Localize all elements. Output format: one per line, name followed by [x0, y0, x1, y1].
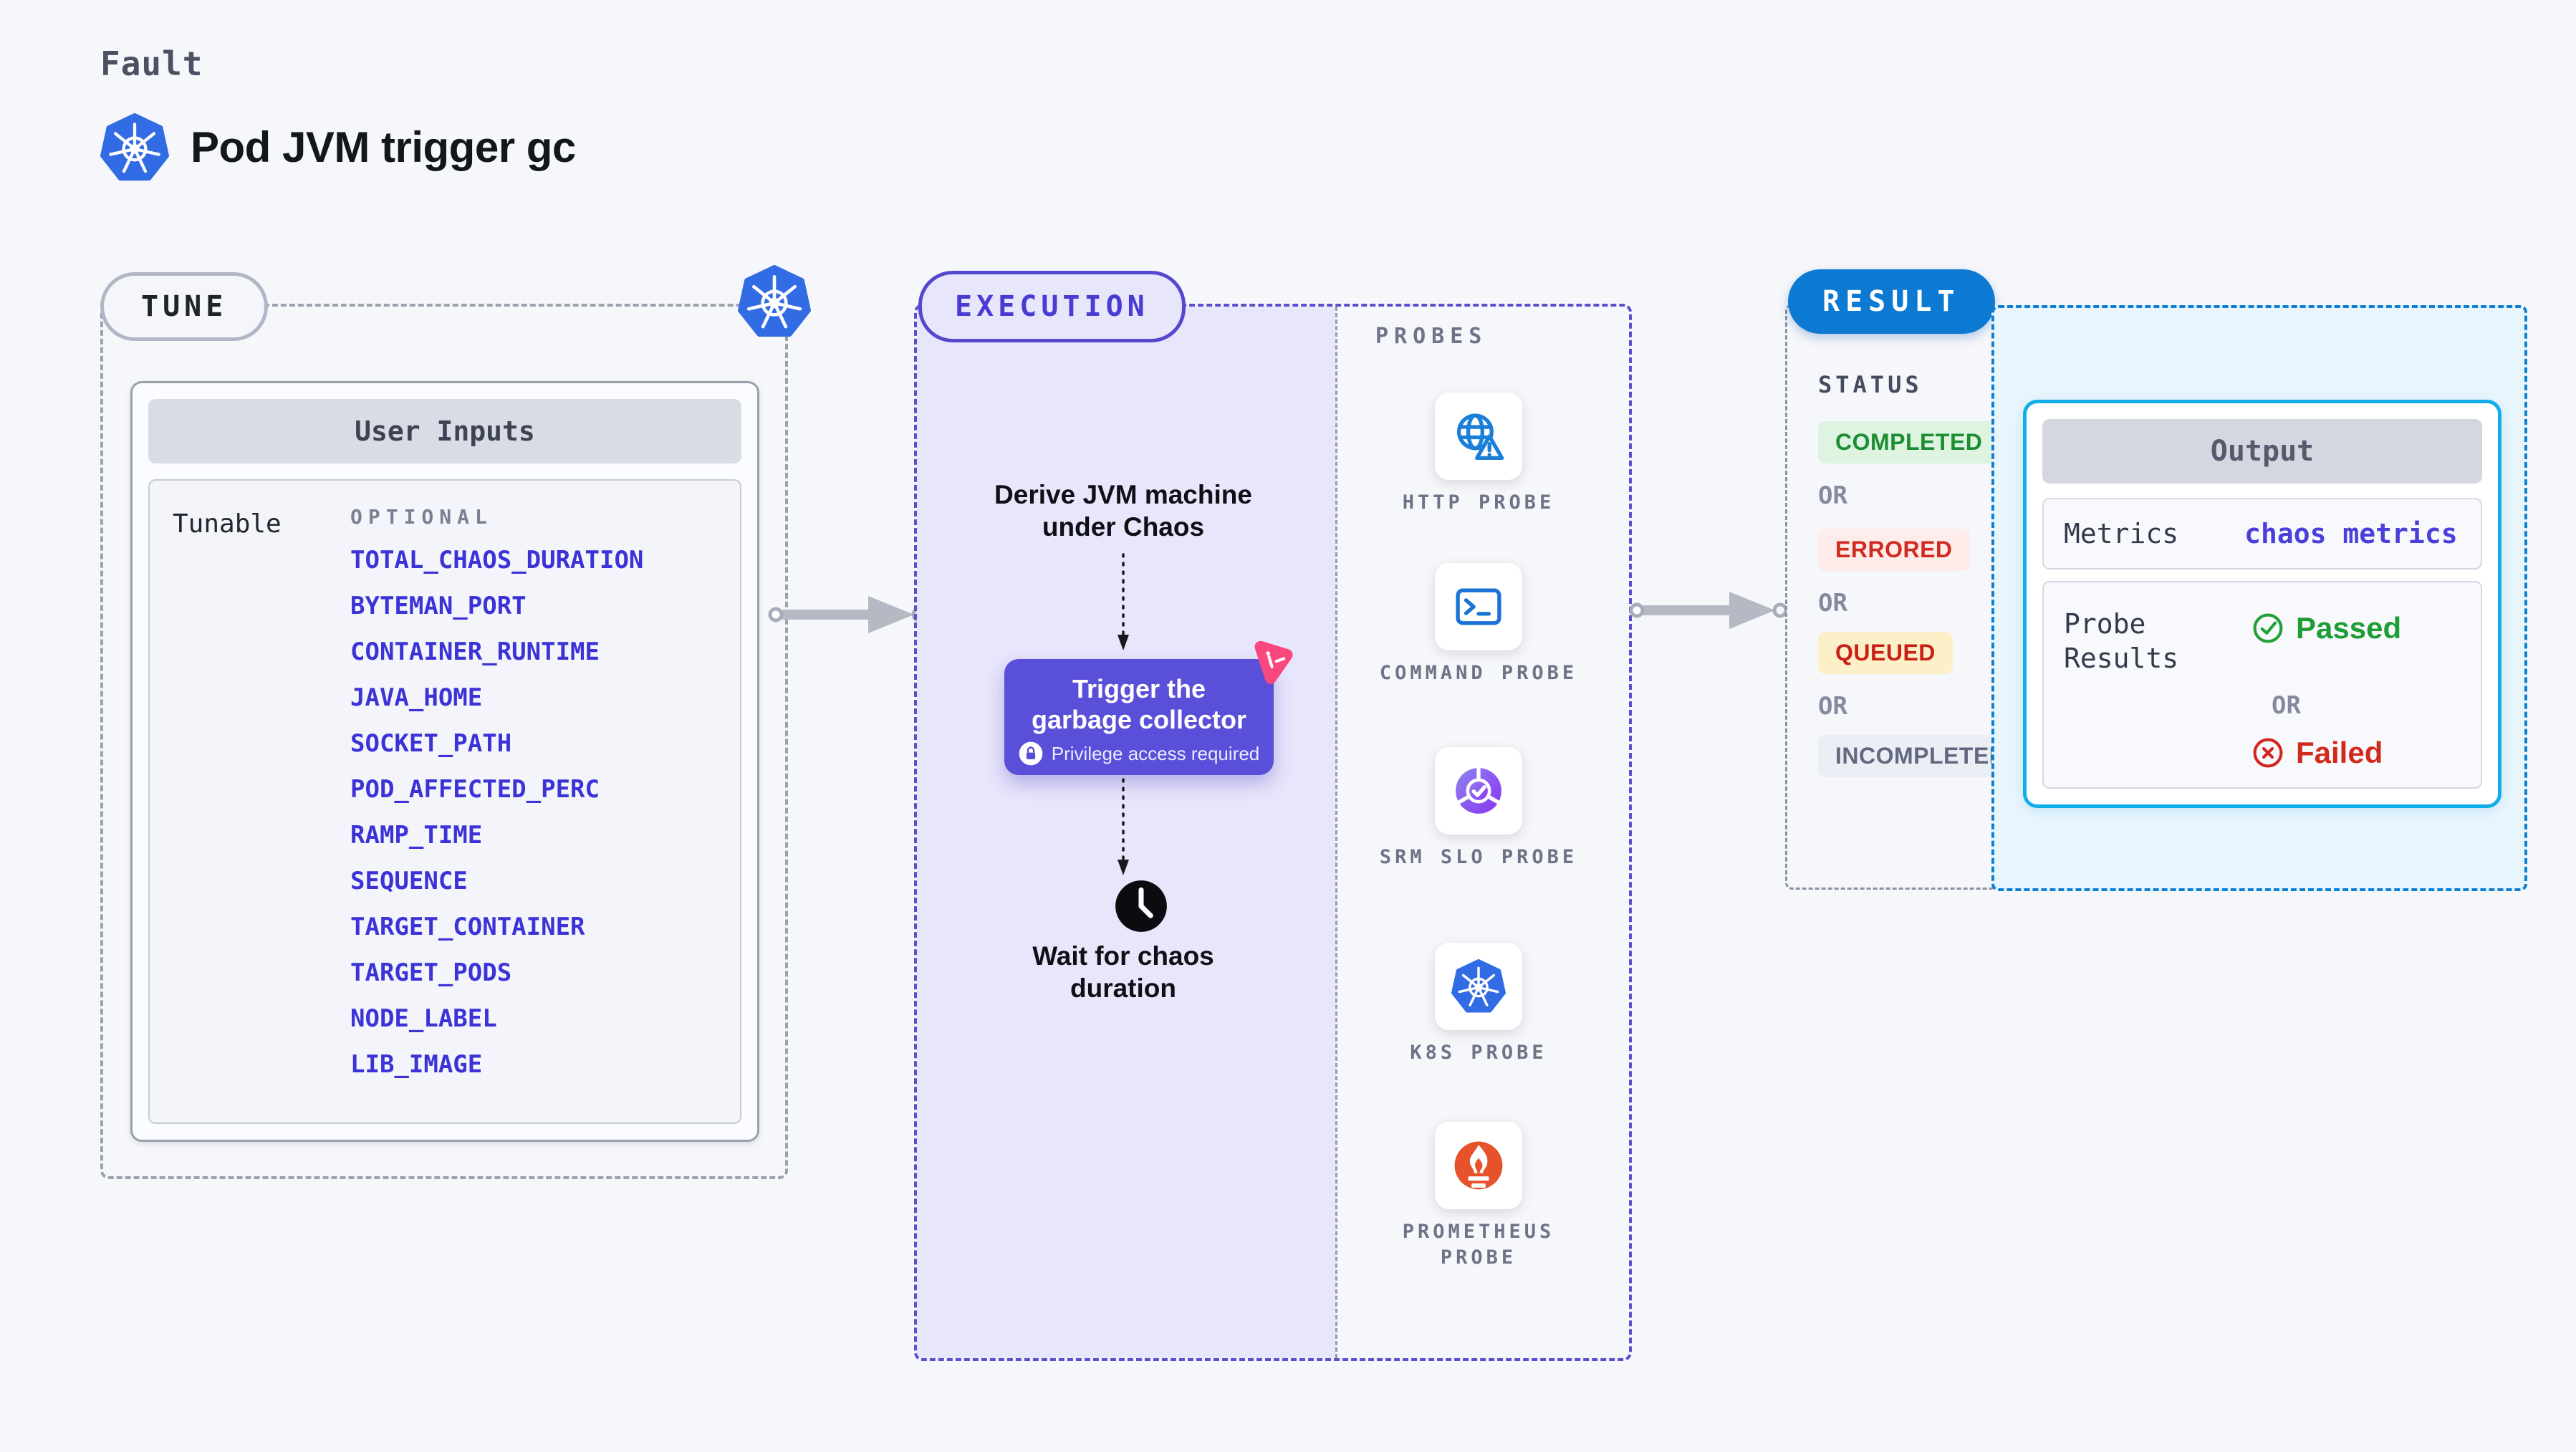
- http-probe-label: HTTP PROBE: [1402, 491, 1555, 514]
- tune-section-box: [100, 304, 788, 1179]
- command-probe-card: [1435, 563, 1522, 650]
- privilege-row: Privilege access required: [1004, 741, 1274, 766]
- kubernetes-icon: [100, 113, 169, 182]
- dotted-arrow-down: [1115, 778, 1132, 878]
- page-title: Pod JVM trigger gc: [191, 123, 576, 171]
- k8s-probe-label: K8S PROBE: [1410, 1042, 1547, 1064]
- page-title-row: Pod JVM trigger gc: [100, 113, 576, 182]
- trigger-gc-title: Trigger the garbage collector: [1031, 674, 1247, 734]
- fault-kind-label: Fault: [100, 44, 203, 83]
- user-inputs-card: User Inputs Tunable OPTIONAL TOTAL_CHAOS…: [130, 381, 759, 1142]
- probe-results-label: Probe Results: [2064, 608, 2179, 674]
- metrics-label: Metrics: [2064, 518, 2179, 549]
- srm-slo-probe-label: SRM SLO PROBE: [1379, 846, 1578, 868]
- param-link[interactable]: SOCKET_PATH: [350, 729, 512, 758]
- prometheus-icon: [1451, 1138, 1506, 1193]
- metrics-value: chaos metrics: [2244, 518, 2458, 549]
- execution-section-box: [914, 304, 1632, 1361]
- privilege-label: Privilege access required: [1051, 742, 1260, 764]
- trigger-gc-node: Trigger the garbage collector Privilege …: [1004, 659, 1274, 775]
- http-probe-card: [1435, 393, 1522, 480]
- x-circle-icon: [2251, 736, 2284, 769]
- status-badge-completed: COMPLETED: [1818, 421, 2000, 463]
- passed-verdict: Passed: [2251, 611, 2401, 645]
- kubernetes-icon: [738, 265, 811, 338]
- status-badge-errored: ERRORED: [1818, 529, 1970, 571]
- tune-pill: TUNE: [100, 272, 269, 341]
- execution-probes-divider: [1335, 307, 1337, 1358]
- srm-slo-probe-card: [1435, 747, 1522, 835]
- user-inputs-table: Tunable OPTIONAL TOTAL_CHAOS_DURATION BY…: [148, 479, 741, 1124]
- chaos-litmus-icon: [1244, 634, 1298, 688]
- tunable-row-label: Tunable: [173, 509, 282, 539]
- execution-lane: [917, 307, 1335, 1358]
- param-link[interactable]: JAVA_HOME: [350, 683, 483, 712]
- param-link[interactable]: SEQUENCE: [350, 867, 468, 895]
- param-link[interactable]: BYTEMAN_PORT: [350, 592, 527, 620]
- tunable-param-list: TOTAL_CHAOS_DURATION BYTEMAN_PORT CONTAI…: [350, 547, 643, 1097]
- globe-warning-icon: [1451, 409, 1506, 463]
- dotted-arrow-down: [1115, 553, 1132, 653]
- result-pill: RESULT: [1788, 269, 1995, 334]
- derive-step-label: Derive JVM machine under Chaos: [994, 480, 1252, 542]
- probes-column-label: PROBES: [1375, 324, 1488, 349]
- clock-icon: [1113, 878, 1169, 934]
- prometheus-probe-card: [1435, 1122, 1522, 1209]
- failed-verdict: Failed: [2251, 736, 2383, 770]
- or-separator: OR: [2272, 691, 2301, 720]
- prometheus-probe-label: PROMETHEUS PROBE: [1402, 1221, 1555, 1269]
- check-circle-icon: [2251, 612, 2284, 645]
- output-card: Output Metrics chaos metrics Probe Resul…: [2023, 400, 2501, 808]
- status-column-label: STATUS: [1818, 371, 1923, 398]
- param-link[interactable]: TOTAL_CHAOS_DURATION: [350, 546, 644, 574]
- or-separator: OR: [1818, 589, 1847, 617]
- lock-icon: [1019, 741, 1043, 766]
- param-link[interactable]: TARGET_CONTAINER: [350, 913, 585, 941]
- wait-step-label: Wait for chaos duration: [1032, 941, 1214, 1003]
- param-link[interactable]: TARGET_PODS: [350, 958, 512, 987]
- param-link[interactable]: POD_AFFECTED_PERC: [350, 775, 600, 804]
- passed-label: Passed: [2296, 611, 2402, 645]
- metrics-row: Metrics chaos metrics: [2042, 498, 2482, 569]
- user-inputs-title: User Inputs: [148, 399, 741, 463]
- output-title: Output: [2042, 419, 2482, 484]
- flow-arrow-tune-to-execution: [768, 592, 926, 638]
- status-badge-queued: QUEUED: [1818, 632, 1953, 674]
- optional-column-label: OPTIONAL: [350, 505, 493, 529]
- or-separator: OR: [1818, 481, 1847, 510]
- execution-pill: EXECUTION: [918, 271, 1186, 342]
- k8s-probe-card: [1435, 943, 1522, 1030]
- param-link[interactable]: NODE_LABEL: [350, 1004, 497, 1033]
- command-probe-label: COMMAND PROBE: [1379, 662, 1578, 684]
- param-link[interactable]: RAMP_TIME: [350, 821, 483, 850]
- slo-gauge-icon: [1451, 764, 1506, 818]
- param-link[interactable]: CONTAINER_RUNTIME: [350, 638, 600, 666]
- failed-label: Failed: [2296, 736, 2383, 769]
- kubernetes-icon: [1451, 959, 1506, 1014]
- param-link[interactable]: LIB_IMAGE: [350, 1050, 483, 1079]
- terminal-icon: [1451, 580, 1506, 634]
- or-separator: OR: [1818, 692, 1847, 721]
- status-badge-incompleted: INCOMPLETED: [1818, 735, 2024, 777]
- flow-arrow-execution-to-result: [1629, 587, 1787, 633]
- probe-results-row: Probe Results Passed OR Failed: [2042, 581, 2482, 789]
